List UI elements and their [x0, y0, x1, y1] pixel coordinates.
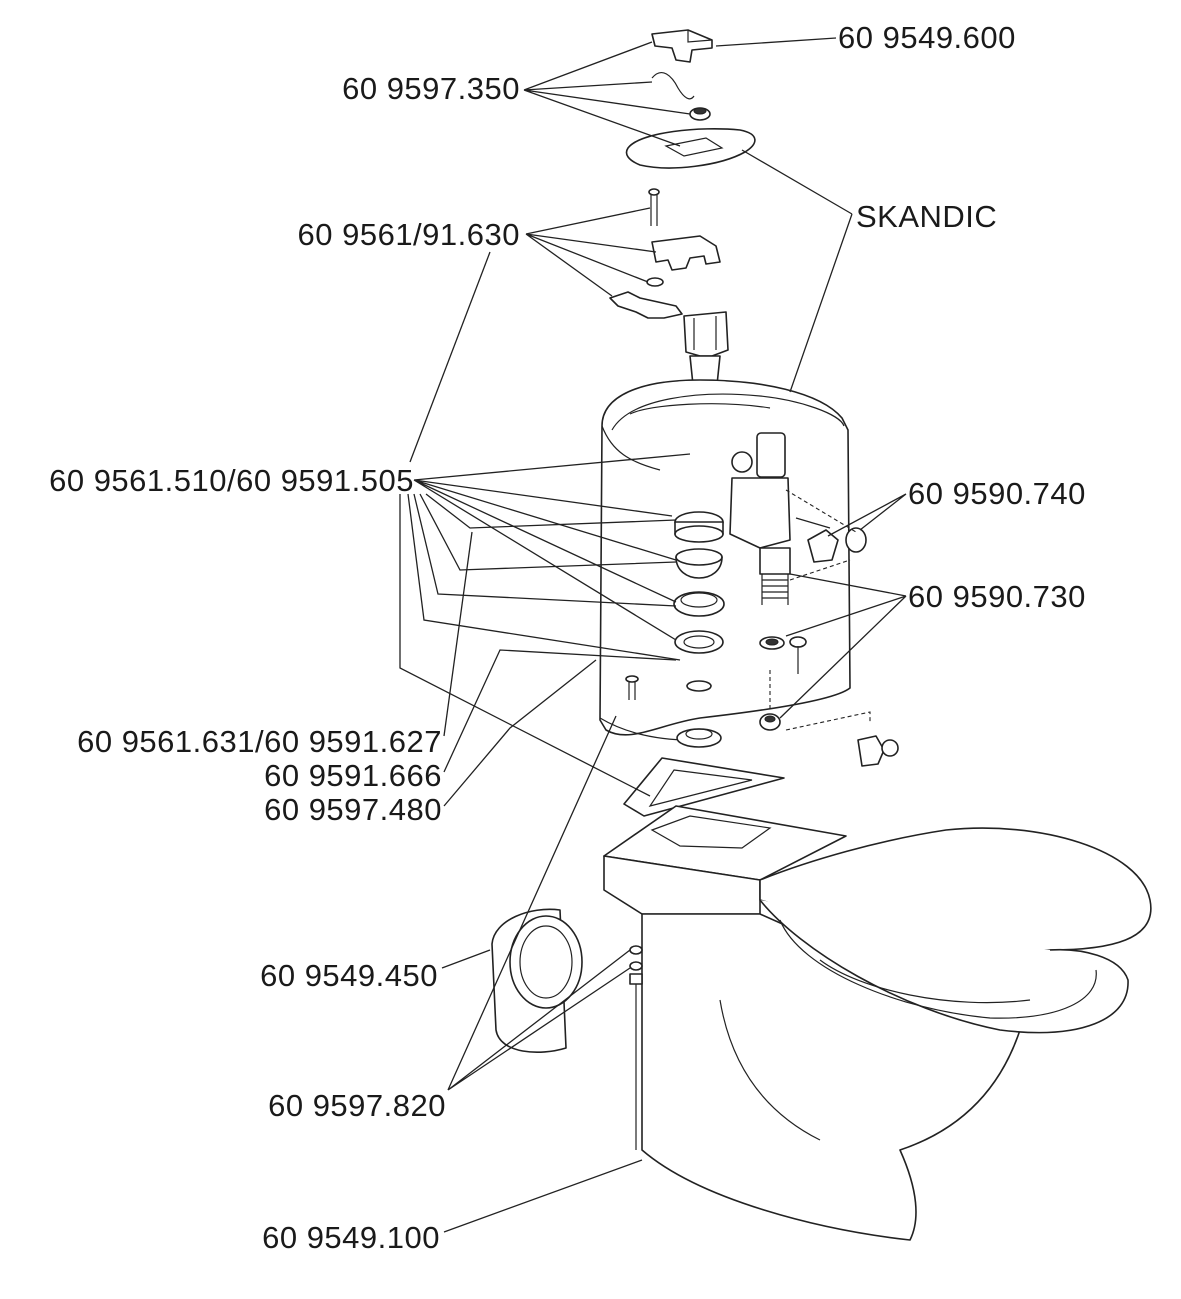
- label-60-9597-480: 60 9597.480: [264, 792, 442, 827]
- lever-arm-part: [609, 291, 683, 319]
- label-60-9561-91-630: 60 9561/91.630: [298, 217, 521, 252]
- angle-valve-part: [857, 735, 899, 767]
- label-60-9597-820: 60 9597.820: [268, 1088, 446, 1123]
- cistern-tank: [599, 379, 851, 741]
- coupling-bolt-set: [759, 636, 871, 731]
- spring-clip-part: [651, 72, 695, 100]
- label-60-9549-450: 60 9549.450: [260, 958, 438, 993]
- small-nut-part: [689, 107, 711, 121]
- label-60-9549-600: 60 9549.600: [838, 20, 1016, 55]
- lid-plate-part: [625, 128, 756, 169]
- label-60-9561-510-60-9591-505: 60 9561.510/60 9591.505: [49, 463, 414, 498]
- pin-part: [648, 188, 660, 226]
- fill-valve-part: [729, 432, 791, 605]
- toilet-bowl: [603, 805, 1152, 1241]
- label-60-9590-740: 60 9590.740: [908, 476, 1086, 511]
- flush-button-part: [651, 29, 713, 63]
- lever-bracket-part: [651, 235, 721, 271]
- label-60-9561-631-60-9591-627: 60 9561.631/60 9591.627: [77, 724, 442, 759]
- flush-disc-stack: [673, 511, 725, 748]
- label-60-9590-730: 60 9590.730: [908, 579, 1086, 614]
- label-skandic: SKANDIC: [856, 199, 997, 234]
- cistern-gasket-part: [623, 757, 785, 817]
- cistern-bolt-part: [625, 675, 639, 700]
- pan-connector-part: [491, 908, 583, 1053]
- label-60-9597-350: 60 9597.350: [342, 71, 520, 106]
- leader-lines: [399, 37, 907, 1233]
- fixing-screw-part: [629, 945, 643, 1150]
- washer-part: [646, 277, 664, 287]
- label-60-9591-666: 60 9591.666: [264, 758, 442, 793]
- angle-valve-small-part: [795, 517, 867, 563]
- label-60-9549-100: 60 9549.100: [262, 1220, 440, 1255]
